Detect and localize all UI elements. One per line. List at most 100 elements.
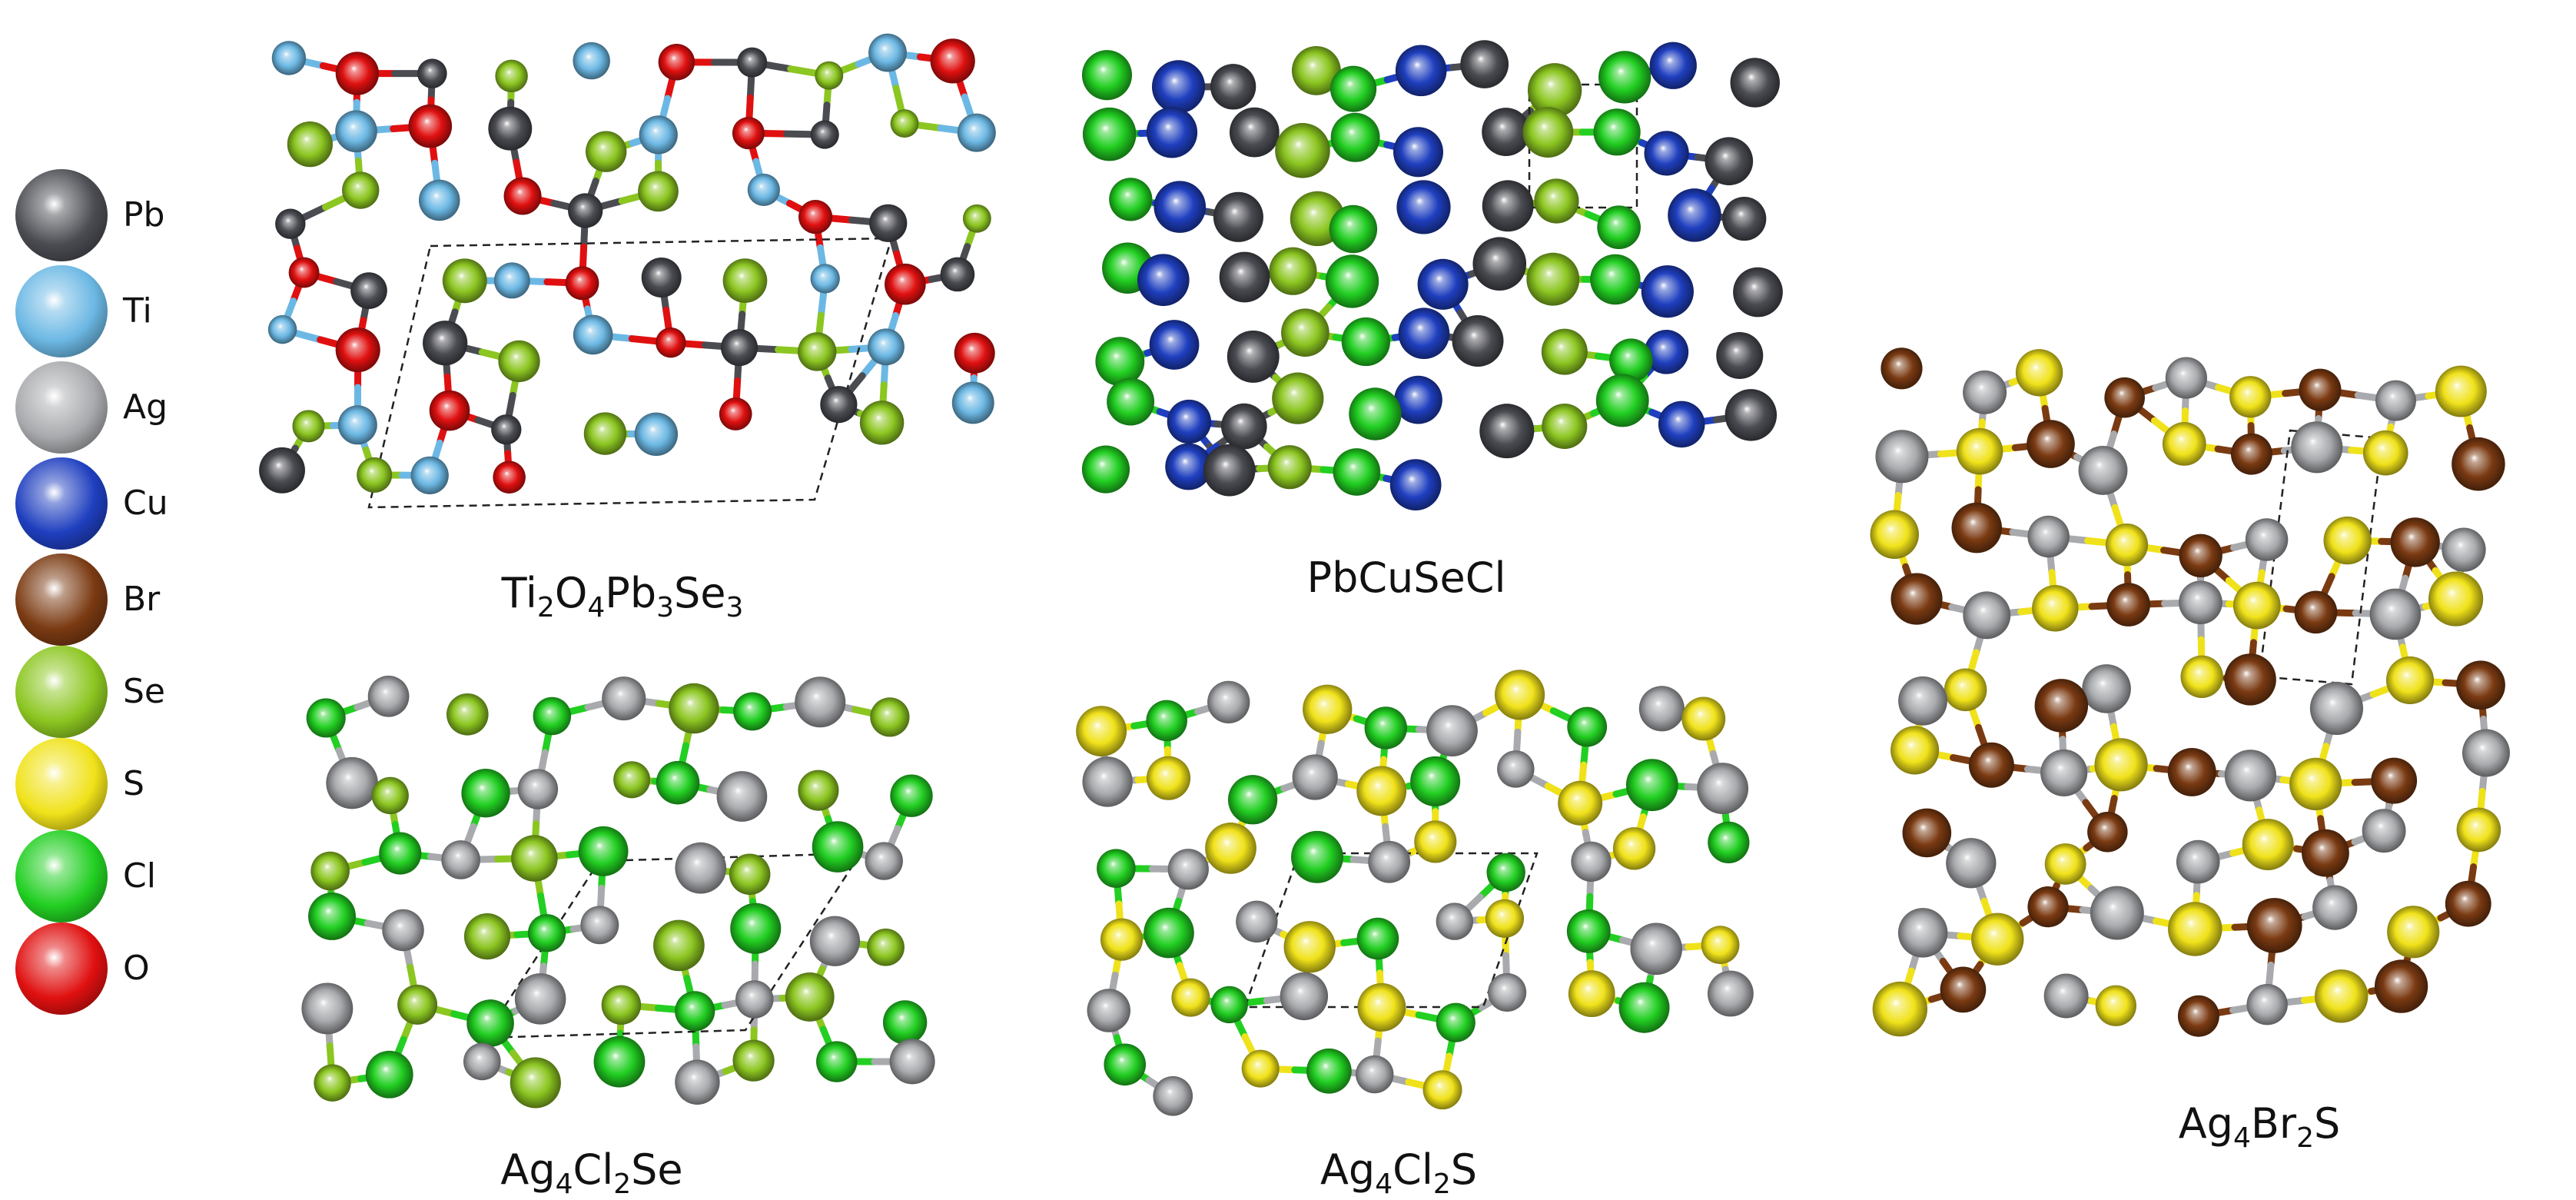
atom-ag [1356, 1055, 1393, 1093]
atom-cu [1154, 181, 1206, 233]
atom-br [1940, 967, 1987, 1013]
atom-ag [717, 771, 768, 822]
atom-s [2045, 843, 2086, 885]
atom-pb [1227, 331, 1280, 383]
atom-cl [466, 999, 514, 1047]
atom-pb [721, 329, 758, 366]
atom-o [954, 333, 995, 374]
element-legend: Pb Ti Ag Cu Br Se S Cl O [15, 169, 192, 1015]
ti-atom-icon [15, 265, 108, 357]
o-atom-icon [15, 922, 108, 1015]
atom-ag [2079, 446, 2128, 495]
atom-ag [1087, 989, 1130, 1032]
atom-ag [602, 676, 646, 720]
atom-pb [1460, 40, 1509, 88]
atom-ag [1436, 902, 1473, 939]
atom-ag [890, 1039, 935, 1084]
atom-ag [1368, 841, 1410, 883]
atom-se [397, 985, 437, 1025]
atom-cl [730, 903, 781, 954]
atom-s [1486, 899, 1524, 938]
atom-cl [1593, 108, 1640, 155]
atom-cu [1150, 320, 1200, 370]
atom-s [1076, 706, 1127, 756]
legend-item-o: O [15, 922, 200, 1015]
atom-ti [811, 264, 840, 293]
atom-o [931, 38, 975, 83]
structure-ag4br2s [1844, 315, 2536, 1069]
atom-s [1414, 820, 1456, 863]
br-atom-icon [15, 553, 108, 646]
atom-cu [1418, 259, 1469, 310]
atom-ag [1293, 754, 1338, 799]
atom-se [446, 693, 489, 736]
legend-label-br: Br [123, 577, 160, 623]
atom-br [2456, 660, 2505, 710]
atom-br [1881, 347, 1922, 389]
atom-pb [820, 386, 857, 423]
atom-s [2096, 986, 2136, 1026]
atom-br [2179, 534, 2222, 577]
atom-se [613, 761, 650, 798]
atom-ti [952, 381, 994, 424]
atom-br [2087, 812, 2127, 852]
atom-ag [675, 1060, 719, 1105]
atom-cl [461, 769, 510, 817]
legend-item-ti: Ti [15, 265, 200, 357]
atom-s [1356, 766, 1406, 816]
atom-cl [1436, 1003, 1476, 1042]
atom-pb [259, 447, 305, 494]
atom-cl [1097, 849, 1136, 888]
atom-pb [491, 414, 521, 444]
atom-s [2387, 906, 2439, 958]
atom-s [1495, 670, 1545, 720]
atom-pb [642, 258, 682, 298]
atom-br [2027, 886, 2068, 927]
atom-s [1891, 726, 1939, 774]
atom-br [1951, 503, 2002, 553]
atom-ag [515, 973, 566, 1025]
atom-ag [326, 757, 377, 809]
atom-ag [795, 676, 845, 727]
atom-cu [1399, 307, 1450, 359]
atom-se [357, 457, 392, 493]
atom-se [867, 929, 905, 966]
atom-ag [2370, 589, 2422, 640]
atom-br [2302, 829, 2349, 877]
atom-pb [1479, 404, 1534, 458]
atom-o [430, 391, 470, 431]
atom-se [1542, 404, 1587, 449]
atom-ti [335, 111, 377, 153]
atom-cl [1109, 178, 1152, 221]
atom-pb [1213, 192, 1263, 242]
atom-cl [1567, 909, 1611, 953]
atom-cl [579, 826, 629, 876]
legend-item-br: Br [15, 553, 200, 646]
atom-s [2229, 376, 2271, 417]
atom-s [2016, 349, 2063, 396]
legend-item-cl: Cl [15, 830, 200, 922]
atom-s [2289, 758, 2342, 810]
atom-br [2247, 898, 2302, 953]
atom-cl [1210, 986, 1247, 1023]
atom-pb [1716, 332, 1763, 379]
atom-se [1534, 178, 1578, 223]
atom-s [1558, 781, 1602, 826]
atom-cl [307, 698, 346, 737]
atom-ti [635, 413, 678, 456]
atom-o [408, 105, 452, 148]
atom-ag [580, 906, 619, 944]
atom-cl [594, 1036, 646, 1088]
atom-s [1100, 919, 1143, 961]
atom-s [1944, 669, 1987, 712]
structure-ag4cl2s [1045, 646, 1783, 1145]
atom-se [815, 61, 843, 90]
atom-se [732, 1040, 774, 1082]
legend-label-cu: Cu [123, 480, 168, 527]
atom-s [2315, 969, 2368, 1022]
atom-cl [1626, 759, 1678, 811]
atom-se [1272, 373, 1323, 424]
atom-cu [1658, 401, 1705, 448]
atom-s [2032, 585, 2078, 631]
panel-title-ag4cl2s: Ag4Cl2S [1207, 1145, 1591, 1195]
